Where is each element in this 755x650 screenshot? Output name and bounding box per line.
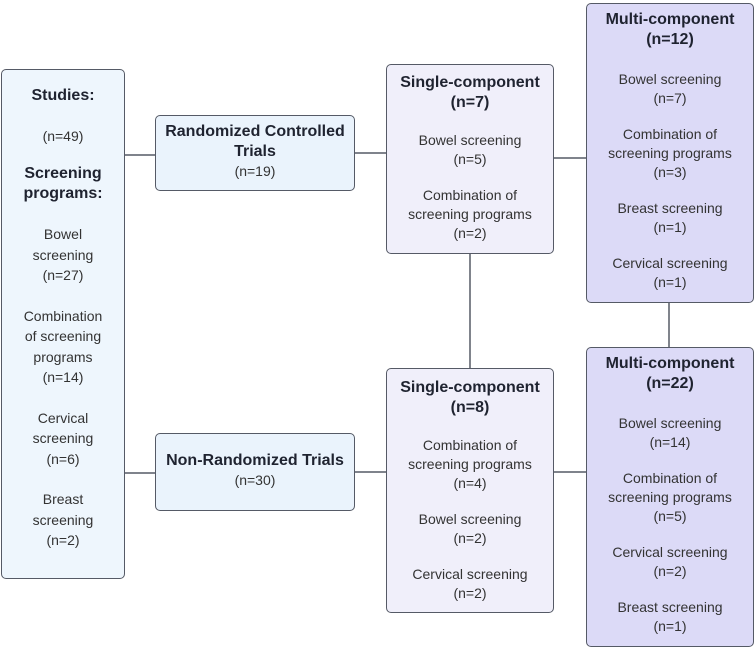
studies-title: Studies:	[31, 87, 95, 104]
rct-single-count: (n=7)	[450, 94, 490, 111]
rct-multi-count: (n=12)	[646, 31, 694, 48]
rct-single-component-box: Single-component (n=7) Bowel screening (…	[386, 64, 554, 254]
rct-multi-item-bowel: Bowel screening (n=7)	[618, 71, 722, 106]
rct-multi-component-box: Multi-component (n=12) Bowel screening (…	[586, 3, 754, 303]
nrt-multi-title: Multi-component	[605, 355, 735, 372]
rct-title-2: Trials	[234, 143, 276, 160]
nrt-single-count: (n=8)	[450, 399, 490, 416]
nrt-count: (n=30)	[234, 472, 276, 488]
rct-multi-item-combination: Combination of screening programs (n=3)	[608, 126, 732, 180]
nrt-title: Non-Randomized Trials	[166, 452, 344, 469]
nrt-multi-item-breast: Breast screening (n=1)	[617, 599, 723, 634]
nrt-single-item-bowel: Bowel screening (n=2)	[418, 511, 522, 546]
studies-item-breast: Breast screening (n=2)	[32, 491, 94, 548]
studies-count: (n=49)	[42, 128, 84, 144]
screening-programs-title-2: programs:	[23, 185, 103, 202]
nrt-single-item-combination: Combination of screening programs (n=4)	[408, 437, 532, 491]
nrt-multi-item-cervical: Cervical screening (n=2)	[612, 544, 728, 579]
nrt-box: Non-Randomized Trials (n=30)	[155, 433, 355, 511]
nrt-single-title: Single-component	[400, 379, 540, 396]
studies-item-cervical: Cervical screening (n=6)	[32, 409, 94, 467]
nrt-single-component-box: Single-component (n=8) Combination of sc…	[386, 368, 554, 613]
screening-programs-title-1: Screening	[24, 165, 102, 182]
rct-count: (n=19)	[234, 163, 276, 179]
nrt-multi-item-combination: Combination of screening programs (n=5)	[608, 470, 732, 524]
rct-single-item-bowel: Bowel screening (n=5)	[418, 132, 522, 167]
studies-item-bowel: Bowel screening (n=27)	[32, 226, 94, 283]
rct-multi-title: Multi-component	[605, 11, 735, 28]
nrt-multi-component-box: Multi-component (n=22) Bowel screening (…	[586, 347, 754, 647]
nrt-single-item-cervical: Cervical screening (n=2)	[412, 566, 528, 601]
studies-item-combination: Combination of screening programs (n=14)	[23, 307, 103, 386]
rct-multi-item-cervical: Cervical screening (n=1)	[612, 255, 728, 290]
rct-box: Randomized Controlled Trials (n=19)	[155, 115, 355, 191]
rct-multi-item-breast: Breast screening (n=1)	[617, 200, 723, 235]
studies-box: Studies: (n=49) Screening programs: Bowe…	[1, 69, 125, 579]
nrt-multi-count: (n=22)	[646, 375, 694, 392]
rct-title-1: Randomized Controlled	[165, 123, 345, 140]
rct-single-title: Single-component	[400, 74, 540, 91]
rct-single-item-combination: Combination of screening programs (n=2)	[408, 187, 532, 241]
nrt-multi-item-bowel: Bowel screening (n=14)	[618, 415, 722, 450]
